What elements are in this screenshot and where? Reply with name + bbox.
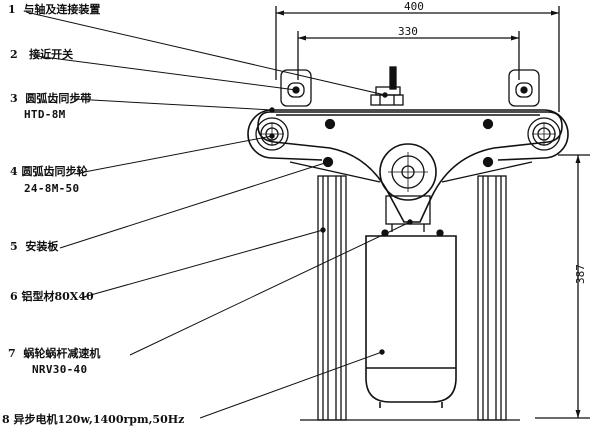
proximity-switch [370,66,404,106]
dimension-330 [297,31,520,80]
label-2: 2 接近开关 [10,48,74,61]
aluminum-profile-right [477,175,507,421]
dimension-387 [535,154,590,419]
leader-lines [25,11,413,419]
worm-gear-reducer [381,195,444,237]
label-5: 5 安装板 [10,240,59,253]
dimension-330-text: 330 [398,25,418,38]
label-7-sub: NRV30-40 [32,363,88,376]
label-3-sub: HTD-8M [24,108,66,121]
timing-belt [247,109,569,161]
label-4-sub: 24-8M-50 [24,182,80,195]
label-4: 4 圆弧齿同步轮 [10,165,88,178]
mounting-plate [257,111,563,223]
pulley-right [527,117,561,151]
label-8: 8 异步电机120w,1400rpm,50Hz [2,413,185,426]
drive-pulley [379,143,437,201]
dimension-400 [275,6,560,112]
label-1: 1 与轴及连接装置 [8,3,101,16]
label-7: 7 蜗轮蜗杆减速机 [8,347,101,360]
label-3: 3 圆弧齿同步带 [10,92,92,105]
aluminum-profile-left [317,175,347,421]
motor [365,235,457,408]
label-6: 6 铝型材80X40 [10,290,94,303]
dimension-400-text: 400 [404,0,424,13]
dimension-387-text: 387 [574,264,587,284]
bracket-right [508,69,540,107]
